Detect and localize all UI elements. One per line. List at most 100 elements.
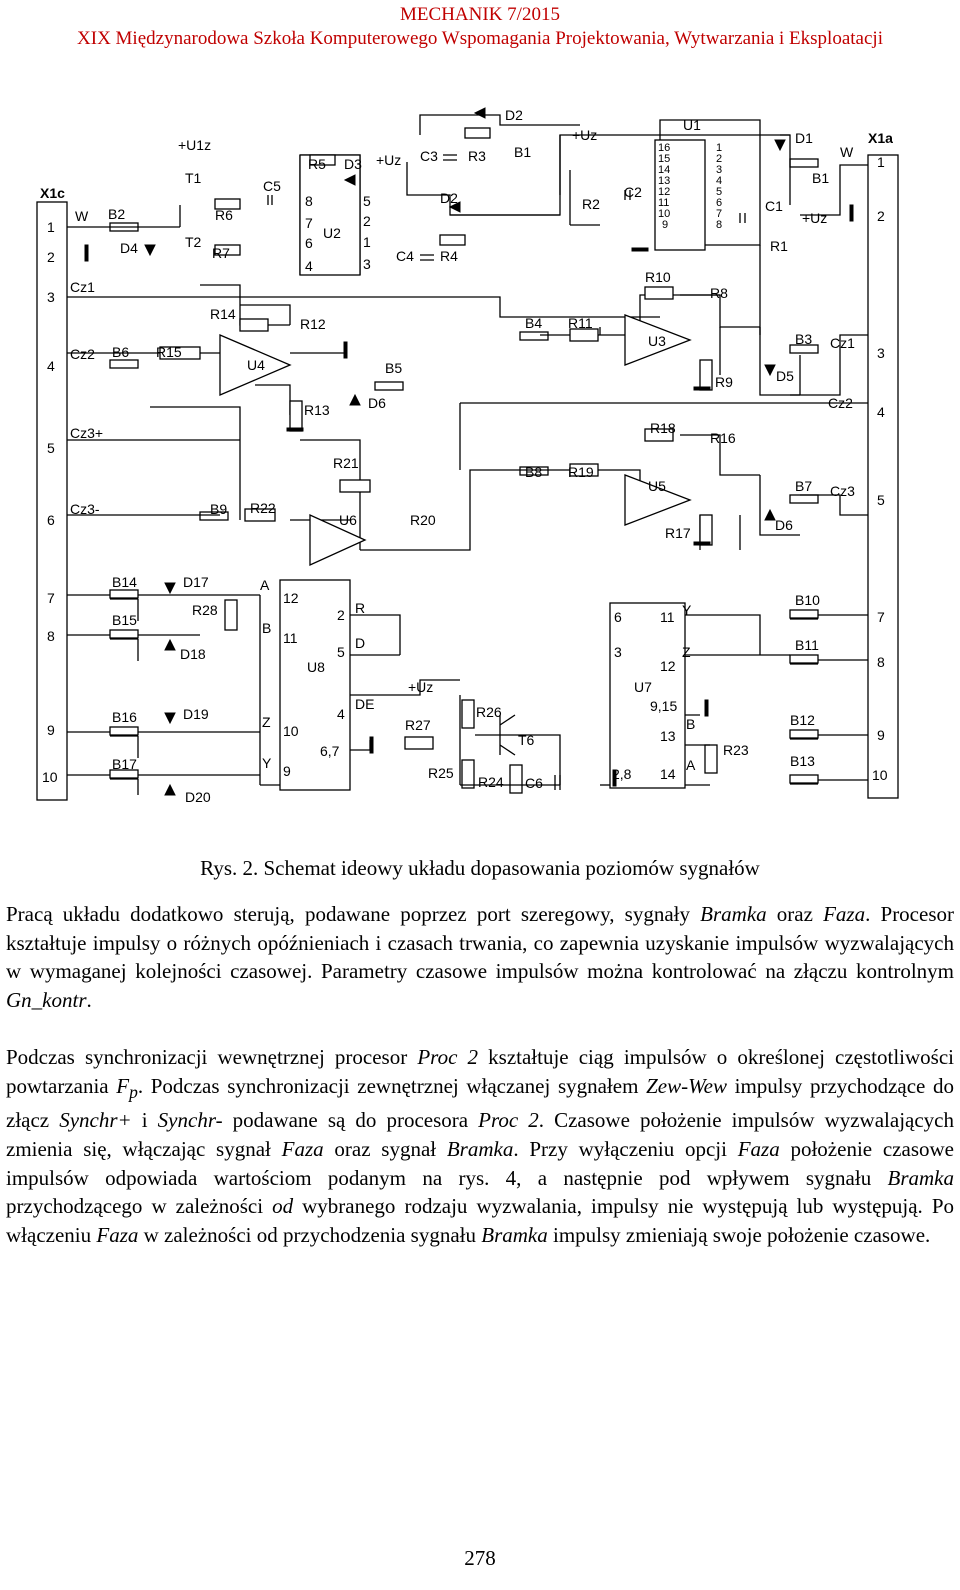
svg-text:10: 10 [42, 769, 58, 785]
svg-text:U1: U1 [683, 117, 701, 133]
svg-text:B16: B16 [112, 709, 137, 725]
svg-text:R1: R1 [770, 238, 788, 254]
text-run: podawane są do procesora [222, 1108, 479, 1133]
svg-text:R9: R9 [715, 374, 733, 390]
svg-text:6: 6 [716, 197, 722, 209]
svg-text:12: 12 [660, 658, 676, 674]
svg-text:2: 2 [47, 249, 55, 265]
svg-text:8: 8 [877, 654, 885, 670]
svg-text:Cz3+: Cz3+ [70, 425, 103, 441]
svg-text:D3: D3 [344, 156, 362, 172]
text-run: wybranego rodzaju wyzwalania, impulsy ni… [6, 1194, 955, 1247]
svg-text:R25: R25 [428, 765, 454, 781]
svg-text:R12: R12 [300, 316, 326, 332]
conference-header: XIX Międzynarodowa Szkoła Komputerowego … [77, 28, 883, 49]
circuit-schematic: U4 U6 U3 U5 U2 U1 U8 U7 [36, 107, 899, 805]
svg-text:B: B [262, 620, 271, 636]
grounds [84, 204, 854, 787]
opamp-u5 [624, 474, 692, 526]
svg-text:2: 2 [363, 213, 371, 229]
text-run: Proc 2 [478, 1108, 539, 1133]
svg-text:4: 4 [716, 175, 722, 187]
text-run: Gn_kontr [6, 987, 87, 1012]
svg-text:Y: Y [262, 755, 272, 771]
svg-text:7: 7 [305, 215, 313, 231]
opamp-u4 [219, 334, 292, 396]
svg-text:8: 8 [47, 628, 55, 644]
svg-text:4: 4 [877, 404, 885, 420]
svg-text:B2: B2 [108, 206, 125, 222]
svg-text:B6: B6 [112, 344, 129, 360]
svg-text:R17: R17 [665, 525, 691, 541]
svg-text:14: 14 [660, 766, 676, 782]
svg-text:B10: B10 [795, 592, 820, 608]
svg-text:12: 12 [658, 186, 670, 198]
journal-header: MECHANIK 7/2015 [400, 4, 560, 25]
svg-text:D18: D18 [180, 646, 206, 662]
svg-text:U7: U7 [634, 679, 652, 695]
svg-text:B8: B8 [525, 464, 542, 480]
svg-text:5: 5 [47, 440, 55, 456]
svg-text:6: 6 [305, 235, 313, 251]
svg-text:X1a: X1a [868, 130, 893, 146]
svg-text:U4: U4 [247, 357, 265, 373]
svg-text:B12: B12 [790, 712, 815, 728]
text-run: . Podczas synchronizacji zewnętrznej włą… [137, 1073, 647, 1098]
wiring [67, 114, 868, 551]
svg-text:R23: R23 [723, 742, 749, 758]
svg-text:R11: R11 [568, 315, 593, 331]
text-run: Podczas synchronizacji wewnętrznej proce… [6, 1045, 418, 1069]
svg-text:R5: R5 [308, 156, 326, 172]
text-run: kształtuje ciąg impulsów o określonej cz… [6, 1045, 954, 1098]
text-run: w zależności od przychodzenia sygnału [138, 1222, 482, 1247]
svg-text:R21: R21 [333, 455, 359, 471]
svg-text:D1: D1 [795, 130, 813, 146]
svg-text:12: 12 [283, 590, 299, 606]
svg-text:Cz2: Cz2 [70, 346, 95, 362]
text-run: . [86, 987, 92, 1012]
svg-text:A: A [260, 577, 270, 593]
svg-text:4: 4 [305, 258, 313, 274]
svg-text:B11: B11 [795, 637, 819, 653]
svg-text:3: 3 [363, 256, 371, 272]
svg-text:Cz1: Cz1 [830, 335, 855, 351]
ic-u1 [654, 139, 706, 251]
svg-text:C3: C3 [420, 148, 438, 164]
text-run: p [129, 1081, 138, 1102]
svg-text:D6: D6 [775, 517, 793, 533]
svg-text:R10: R10 [645, 269, 671, 285]
svg-text:R24: R24 [478, 774, 504, 790]
svg-text:11: 11 [660, 609, 675, 625]
svg-text:U2: U2 [323, 225, 341, 241]
svg-text:1: 1 [47, 219, 55, 235]
svg-text:R19: R19 [568, 464, 594, 480]
text-run: F [116, 1073, 130, 1098]
svg-text:6: 6 [47, 512, 55, 528]
svg-text:R6: R6 [215, 207, 233, 223]
svg-text:B4: B4 [525, 315, 542, 331]
svg-text:W: W [75, 208, 89, 224]
svg-text:7: 7 [716, 208, 722, 220]
text-run: od [272, 1194, 294, 1219]
svg-text:R13: R13 [304, 402, 330, 418]
text-run: przychodzącego w zależności [6, 1194, 273, 1219]
buffers [67, 158, 868, 795]
ic-u7 [609, 602, 686, 789]
svg-text:11: 11 [658, 197, 669, 209]
connector-x1c [36, 201, 68, 801]
svg-text:C6: C6 [525, 775, 543, 791]
svg-text:D20: D20 [185, 789, 211, 805]
svg-text:5: 5 [337, 644, 345, 660]
svg-text:9,15: 9,15 [650, 698, 677, 714]
text-run: Bramka [446, 1136, 514, 1161]
svg-text:D19: D19 [183, 706, 209, 722]
svg-text:U5: U5 [648, 478, 666, 494]
svg-text:U6: U6 [339, 512, 357, 528]
svg-text:3: 3 [47, 289, 55, 305]
svg-text:U3: U3 [648, 333, 666, 349]
text-run: Faza [281, 1136, 324, 1161]
svg-text:13: 13 [658, 175, 670, 187]
text-run: Faza [737, 1136, 780, 1161]
svg-text:D4: D4 [120, 240, 138, 256]
